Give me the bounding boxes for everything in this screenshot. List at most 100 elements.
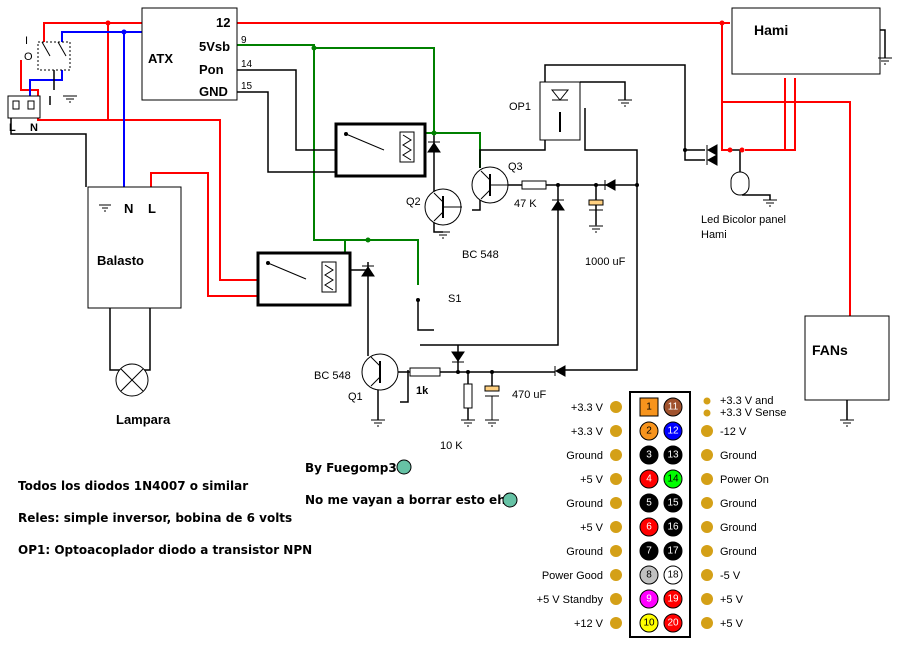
pin-marker-dot xyxy=(703,409,711,417)
note-diodes: Todos los diodos 1N4007 o similar xyxy=(18,479,248,493)
pin-label: +5 V xyxy=(580,522,604,534)
atx-box xyxy=(141,7,238,101)
atx-pin-gnd: GND xyxy=(199,84,228,99)
pin-marker-dot xyxy=(610,569,622,581)
pin-number: 12 xyxy=(667,426,679,437)
pin-label: Power On xyxy=(720,474,769,486)
optocoupler-op1 xyxy=(539,81,581,141)
pin-circle xyxy=(663,565,683,585)
pin-circle xyxy=(639,589,659,609)
capacitor-470uf xyxy=(484,385,500,420)
pin-number: 9 xyxy=(646,594,652,605)
pin-label: Ground xyxy=(720,546,757,558)
pin-number: 15 xyxy=(667,498,679,509)
transistor-q3 xyxy=(471,166,509,204)
pin-circle xyxy=(663,397,683,417)
red-wires xyxy=(20,22,851,316)
pin-circle xyxy=(639,541,659,561)
hami-box xyxy=(731,7,881,75)
smiley-icon xyxy=(502,492,518,508)
pin-circle xyxy=(663,469,683,489)
capacitor-1000uf xyxy=(588,199,604,226)
atx-num-9: 9 xyxy=(241,35,247,46)
pin-number: 18 xyxy=(667,570,679,581)
bc548-label-a: BC 548 xyxy=(462,249,499,261)
pin-label: +5 V xyxy=(580,474,604,486)
pin-label: Ground xyxy=(566,450,603,462)
hami-title: Hami xyxy=(754,22,788,38)
r1k-label: 1k xyxy=(416,385,429,397)
pin-marker-dot xyxy=(610,545,622,557)
pin-marker-dot xyxy=(610,617,622,629)
note-warning: No me vayan a borrar esto eh! xyxy=(305,493,511,507)
pin-label: +12 V xyxy=(574,618,604,630)
atx-pin-12: 12 xyxy=(216,15,230,30)
pin-marker-dot xyxy=(610,497,622,509)
lamp-symbol xyxy=(115,363,149,397)
q1-label: Q1 xyxy=(348,391,363,403)
fans-title: FANs xyxy=(812,342,848,358)
plug-symbol xyxy=(7,95,41,119)
pin-marker-dot xyxy=(610,425,622,437)
pin-number: 16 xyxy=(667,522,679,533)
led-label-line1: Led Bicolor panel xyxy=(701,214,786,226)
q3-label: Q3 xyxy=(508,161,523,173)
pin-label: +5 V xyxy=(720,618,744,630)
pin-label: +5 V Standby xyxy=(537,594,604,606)
ballast-terminal-l: L xyxy=(148,201,156,216)
note-op1: OP1: Optoacoplador diodo a transistor NP… xyxy=(18,543,312,557)
relay-bottom xyxy=(256,251,352,307)
pin-number: 1 xyxy=(646,402,652,413)
pin-label: Ground xyxy=(720,522,757,534)
pin-label: +3.3 V xyxy=(571,402,604,414)
c470-label: 470 uF xyxy=(512,389,547,401)
pin-number: 11 xyxy=(668,402,679,413)
transistor-q2 xyxy=(424,188,462,226)
pin-number: 20 xyxy=(667,618,679,629)
op1-label: OP1 xyxy=(509,101,531,113)
pin-marker-dot xyxy=(701,521,713,533)
pin-marker-dot xyxy=(610,521,622,533)
pin-circle xyxy=(639,469,659,489)
atx-num-14: 14 xyxy=(241,59,253,70)
ground-symbols xyxy=(63,57,892,427)
pin-circle xyxy=(663,445,683,465)
pin-label: Ground xyxy=(566,546,603,558)
pin-number: 7 xyxy=(646,546,652,557)
pin-label: +3.3 V and xyxy=(720,395,774,407)
pin-label: +5 V xyxy=(720,594,744,606)
ballast-title: Balasto xyxy=(97,253,144,268)
led-label-line2: Hami xyxy=(701,229,727,241)
pin-circle xyxy=(663,541,683,561)
pin-circle xyxy=(663,517,683,537)
pin-label: Power Good xyxy=(542,570,603,582)
pin-marker-dot xyxy=(701,425,713,437)
pin-marker-dot xyxy=(701,593,713,605)
switch-on-label: I xyxy=(25,35,28,47)
power-switch-symbol xyxy=(37,41,71,71)
q1-type-label: BC 548 xyxy=(314,370,351,382)
relay-top xyxy=(334,122,427,178)
pin-marker-dot xyxy=(701,545,713,557)
atx-pin-5vsb: 5Vsb xyxy=(199,39,230,54)
pin-number: 14 xyxy=(667,474,679,485)
note-author: By Fuegomp3 xyxy=(305,461,397,475)
plug-n-label: N xyxy=(30,122,38,134)
pin-label: +3.3 V xyxy=(571,426,604,438)
pin-circle xyxy=(663,613,683,633)
pin-marker-dot xyxy=(610,593,622,605)
q2-label: Q2 xyxy=(406,196,421,208)
transistor-q1 xyxy=(361,353,399,391)
resistor-1k xyxy=(409,367,441,377)
pin-circle xyxy=(663,421,683,441)
pin-marker-dot xyxy=(701,449,713,461)
pin-number: 6 xyxy=(646,522,652,533)
ballast-box xyxy=(87,186,182,309)
r47k-label: 47 K xyxy=(514,198,537,210)
resistor-47k xyxy=(521,180,547,190)
pin-number: 10 xyxy=(643,618,655,629)
pin-circle xyxy=(639,613,659,633)
resistor-10k xyxy=(463,383,473,409)
pin-label: Ground xyxy=(720,450,757,462)
